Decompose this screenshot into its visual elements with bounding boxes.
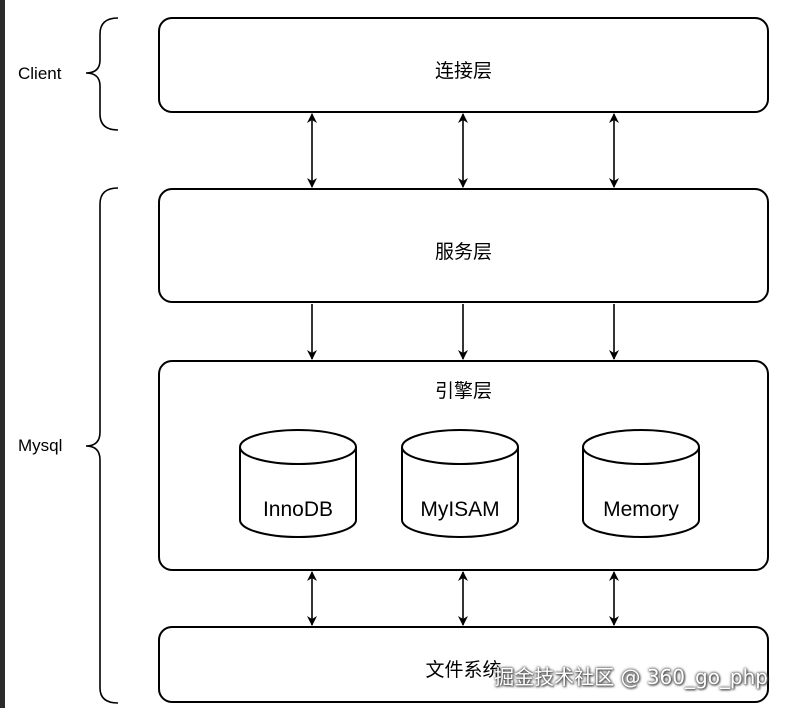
left-edge-bar bbox=[0, 0, 5, 708]
engine-filesystem-arrows bbox=[307, 571, 619, 626]
service-layer-box: 服务层 bbox=[158, 188, 769, 303]
engine-layer-label: 引擎层 bbox=[434, 380, 492, 402]
mysql-label: Mysql bbox=[18, 436, 63, 455]
myisam-label: MyISAM bbox=[420, 498, 499, 521]
mysql-brace bbox=[85, 187, 119, 704]
memory-cylinder: Memory bbox=[582, 429, 700, 538]
innodb-label: InnoDB bbox=[263, 498, 333, 521]
client-label: Client bbox=[18, 64, 62, 83]
filesystem-layer-label: 文件系统 bbox=[425, 659, 502, 681]
myisam-cylinder: MyISAM bbox=[401, 429, 519, 538]
connection-service-arrows bbox=[307, 113, 619, 188]
connection-layer-box: 连接层 bbox=[158, 17, 769, 113]
innodb-cylinder: InnoDB bbox=[239, 429, 357, 538]
connection-layer-label: 连接层 bbox=[434, 60, 492, 82]
service-layer-label: 服务层 bbox=[434, 241, 492, 263]
service-engine-arrows bbox=[307, 304, 619, 360]
memory-label: Memory bbox=[603, 498, 679, 521]
client-brace bbox=[85, 17, 119, 131]
filesystem-layer-box: 文件系统 bbox=[158, 626, 769, 703]
watermark: 掘金技术社区 @ 360_go_php bbox=[494, 665, 768, 689]
